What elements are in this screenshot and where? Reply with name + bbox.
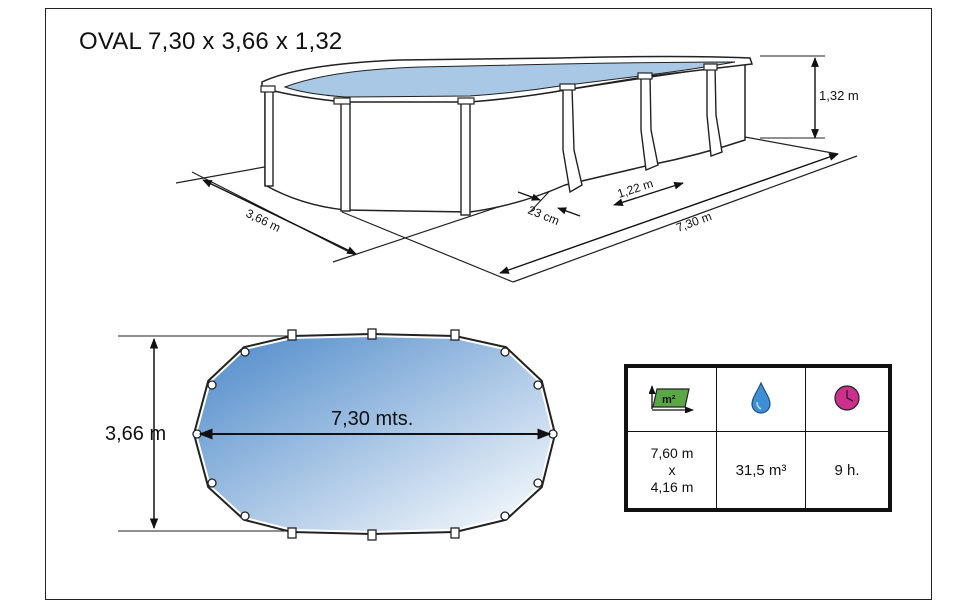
fill-time-value: 9 h. [805, 431, 889, 509]
footprint-line2: x [668, 461, 676, 478]
area-cell: m² [627, 367, 717, 432]
footprint-line3: 4,16 m [650, 478, 694, 495]
volume-icon-cell [716, 367, 806, 432]
height-label: 1,32 m [819, 88, 859, 103]
spec-table: m² 7,60 m x [624, 364, 892, 512]
pool-plan: 3,66 m 7,30 mts. [105, 328, 558, 541]
area-m2-icon: m² [648, 384, 694, 414]
volume-value: 31,5 m³ [716, 431, 806, 509]
diagram-frame [45, 8, 932, 600]
width-label: 3,66 m [244, 206, 283, 235]
water-drop-icon [751, 381, 771, 414]
post-spacing-label: 1,22 m [616, 176, 655, 201]
page-title: OVAL 7,30 x 3,66 x 1,32 [79, 28, 343, 55]
clock-icon [834, 384, 860, 411]
area-icon-text: m² [662, 394, 676, 406]
post-width-label: 23 cm [526, 203, 562, 228]
footprint-cell: 7,60 m x 4,16 m [627, 431, 717, 509]
length-label: 7,30 m [674, 209, 713, 235]
plan-width-label: 3,66 m [105, 423, 166, 445]
time-icon-cell [805, 367, 889, 432]
plan-length-label: 7,30 mts. [331, 408, 413, 430]
footprint-line1: 7,60 m [650, 444, 694, 461]
pool-perspective: 1,32 m 3,66 m 7,30 m 1,22 m 23 cm [175, 55, 859, 283]
